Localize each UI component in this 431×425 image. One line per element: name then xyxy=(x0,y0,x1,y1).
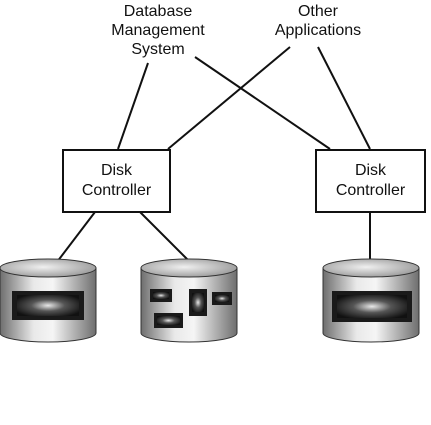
line-left-controller-to-disk-2 xyxy=(139,211,191,263)
disk-controller-left: Disk Controller xyxy=(62,149,171,213)
disk-3 xyxy=(322,258,420,343)
other-applications-label: Other Applications xyxy=(258,2,378,40)
dbms-label: Database Management System xyxy=(98,2,218,59)
line-dbms-to-left-controller xyxy=(117,62,149,150)
line-apps-to-right-controller xyxy=(317,46,371,150)
dbms-label-line-3: System xyxy=(131,41,185,58)
other-applications-label-line-2: Applications xyxy=(274,22,362,39)
dbms-label-line-1: Database xyxy=(123,3,193,20)
line-apps-to-left-controller xyxy=(167,46,291,150)
disk-1 xyxy=(0,258,97,343)
other-applications-label-line-1: Other xyxy=(297,3,338,20)
disk-controller-right-line-2: Controller xyxy=(335,182,406,199)
disk-2 xyxy=(140,258,238,343)
disk-controller-left-line-2: Controller xyxy=(81,182,152,199)
disk-controller-right: Disk Controller xyxy=(315,149,426,213)
line-dbms-to-right-controller xyxy=(194,56,331,150)
disk-controller-left-line-1: Disk xyxy=(100,162,133,179)
dbms-label-line-2: Management xyxy=(111,22,205,39)
disk-controller-right-line-1: Disk xyxy=(354,162,387,179)
line-left-controller-to-disk-1 xyxy=(56,211,96,263)
